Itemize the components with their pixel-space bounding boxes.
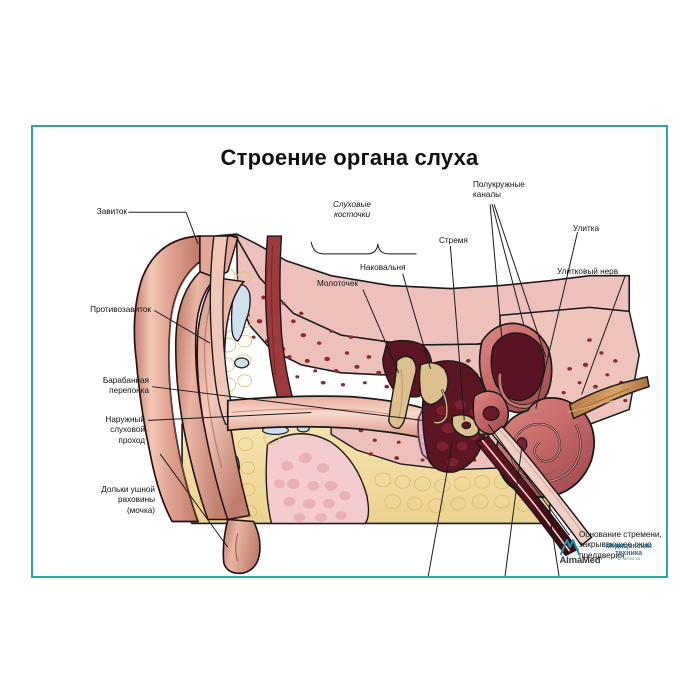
logo-brand: AlmaMed	[559, 538, 601, 566]
eustachian-tube-lumen	[481, 439, 571, 552]
cochlear-nerve	[568, 375, 650, 420]
malleus-shading	[398, 368, 403, 421]
scapha-groove	[168, 263, 199, 520]
leader-earlobe	[159, 453, 229, 548]
label-cochlear-nerve: Улитковый нерв	[557, 267, 619, 276]
almamed-mark-icon	[560, 538, 581, 555]
leader-stapes	[449, 245, 465, 421]
almamed-logo: AlmaMed Медицинская техника almamed.su	[559, 538, 652, 566]
logo-url: almamed.su	[617, 556, 641, 562]
logo-tagline: Медицинская техника almamed.su	[605, 543, 652, 562]
label-eardrum: Барабанная перепонка	[102, 376, 149, 396]
leader-stapes-base	[487, 424, 571, 536]
leader-eustachian	[549, 515, 560, 576]
ossicles-brace	[310, 241, 417, 255]
leader-canals-3	[493, 204, 547, 358]
fat-cell-texture	[274, 452, 351, 523]
incus-bone	[418, 361, 449, 406]
leader-canals-2	[491, 204, 525, 326]
label-semicircular-canals: Полукружные каналы	[473, 180, 525, 200]
logo-tagline-line2: техника	[615, 549, 643, 557]
label-stapes-base: Основание стремени, закрывающее окно пре…	[579, 530, 662, 560]
leader-ear-canal	[148, 411, 312, 421]
leader-cochlea	[535, 231, 579, 409]
logo-tagline-line1: Медицинская	[605, 542, 652, 550]
earlobe	[222, 518, 261, 575]
label-malleus: Молоточек	[317, 279, 358, 288]
ear-anatomy-illustration	[128, 204, 650, 576]
semicircular-canal-lumen	[490, 332, 545, 402]
leader-cochlear-nerve	[581, 275, 626, 395]
leader-antihelix	[153, 309, 211, 344]
leader-incus	[402, 273, 431, 369]
stapes-arch-opening	[461, 421, 472, 430]
leader-helix-2	[185, 212, 199, 245]
label-incus: Наковальня	[360, 263, 406, 272]
poster-content: Строение органа слуха	[33, 127, 666, 576]
leader-round-window	[504, 446, 523, 576]
incus-long-process	[433, 389, 448, 424]
cochlea-spiral-highlight	[511, 423, 582, 483]
earlobe-crease	[235, 533, 239, 562]
antihelix-ridge	[174, 270, 229, 521]
label-helix: Завиток	[96, 207, 127, 216]
nerve-highlight	[567, 400, 614, 413]
muscle-fiber-1	[270, 245, 276, 375]
label-earlobe: Дольки ушной раховины (мочка)	[101, 485, 155, 515]
label-antihelix: Противозавиток	[90, 305, 151, 314]
concha-shading	[203, 305, 223, 469]
air-cell-large-upper	[230, 283, 251, 342]
air-cell-small-upper	[234, 357, 250, 369]
poster-frame: Строение органа слуха	[31, 125, 668, 578]
tube-wall-line	[499, 429, 588, 540]
label-ossicles: Слуховые косточки	[333, 200, 371, 220]
eustachian-tube-wall	[491, 425, 593, 547]
logo-wordmark: AlmaMed	[559, 555, 601, 566]
leader-malleus	[362, 289, 400, 374]
label-stapes: Стремя	[439, 236, 468, 245]
leader-eardrum	[152, 386, 423, 421]
leader-canals-1	[489, 204, 503, 342]
posterior-canal	[498, 373, 538, 408]
leader-lines	[128, 204, 626, 576]
vestibule-lumen	[482, 405, 500, 421]
label-ear-canal: Наружный слуховой проход	[105, 415, 145, 445]
page-title: Строение органа слуха	[220, 145, 479, 170]
leader-tympanic-cavity	[427, 442, 453, 576]
label-cochlea: Улитка	[573, 224, 600, 233]
